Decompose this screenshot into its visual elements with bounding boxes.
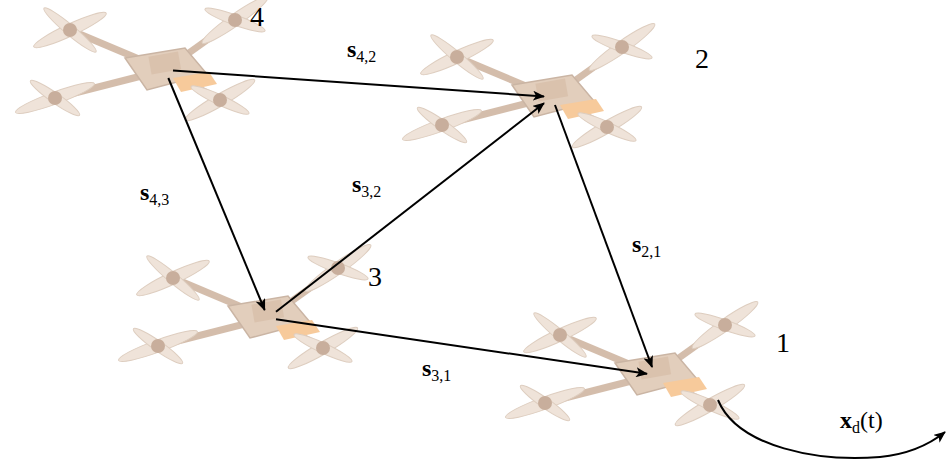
vector-label: s3,2 xyxy=(350,170,383,206)
relative-vector-arrow xyxy=(173,71,544,97)
symbol-letter: s xyxy=(347,36,356,62)
vector-label: s4,3 xyxy=(138,178,171,214)
symbol-subscript: d xyxy=(852,419,860,436)
drone-node: 4 xyxy=(157,62,173,78)
trajectory-label: xd(t) xyxy=(838,406,885,442)
trajectory-curve xyxy=(718,400,945,458)
drone-node: 2 xyxy=(544,89,560,105)
symbol-letter: x xyxy=(840,407,852,433)
relative-vector-arrow xyxy=(555,105,652,367)
relative-vector-arrow xyxy=(276,319,647,374)
symbol-letter: s xyxy=(352,171,361,197)
symbol-letter: s xyxy=(140,179,149,205)
relative-vector-arrow xyxy=(168,78,264,310)
drone-picture xyxy=(13,0,271,125)
symbol-subscript: 4,3 xyxy=(149,191,169,208)
vector-label: s2,1 xyxy=(630,230,663,266)
drone-number: 2 xyxy=(695,44,709,74)
drone-number: 1 xyxy=(776,328,790,358)
vector-label: s4,2 xyxy=(345,35,378,71)
drone-number: 4 xyxy=(250,2,264,32)
drone-picture xyxy=(116,240,374,373)
symbol-letter: s xyxy=(632,231,641,257)
symbol-argument: (t) xyxy=(860,407,883,433)
symbol-subscript: 4,2 xyxy=(356,48,376,65)
symbol-subscript: 3,2 xyxy=(361,183,381,200)
symbol-subscript: 2,1 xyxy=(641,243,661,260)
vector-label: s3,1 xyxy=(420,354,453,390)
symbol-subscript: 3,1 xyxy=(431,367,451,384)
drone-node: 1 xyxy=(647,367,663,383)
drone-node: 3 xyxy=(260,310,276,326)
drone-picture xyxy=(400,19,658,152)
symbol-letter: s xyxy=(422,355,431,381)
relative-vector-arrow xyxy=(276,103,544,312)
drone-number: 3 xyxy=(368,262,382,292)
